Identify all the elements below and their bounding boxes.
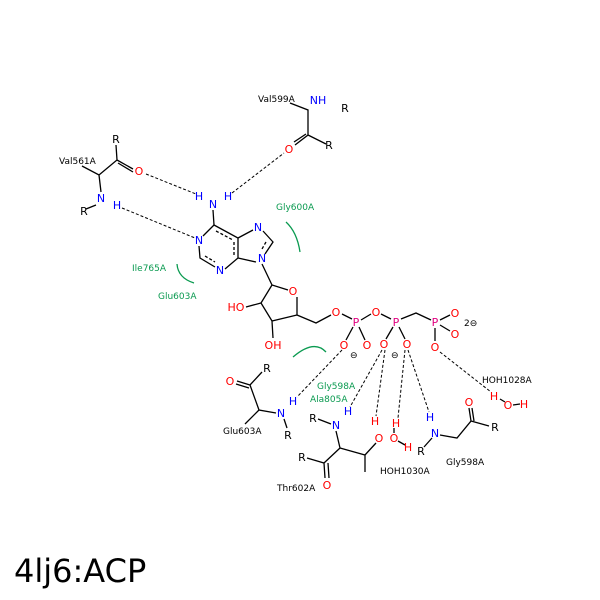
atom-label-o: O bbox=[135, 165, 144, 178]
atom-label-nh: NH bbox=[310, 94, 327, 107]
atom-label-h: H bbox=[224, 190, 232, 203]
atom-label-p: P bbox=[432, 316, 439, 329]
atom-label-h: H bbox=[371, 415, 379, 428]
residue-labels: Val599A Val561A Glu603A Thr602A HOH1030A… bbox=[59, 95, 533, 494]
atom-label-o: O bbox=[403, 338, 412, 351]
atom-label-o: O bbox=[431, 341, 440, 354]
atom-label-n: N bbox=[258, 252, 266, 265]
atom-label-ho: HO bbox=[228, 301, 245, 314]
atom-label-r: R bbox=[284, 429, 292, 442]
atom-label-h: H bbox=[289, 395, 297, 408]
residue-label-glu603a: Glu603A bbox=[223, 427, 262, 437]
hydrogen-bonds bbox=[121, 152, 492, 419]
atom-label-o: O bbox=[226, 375, 235, 388]
atom-label-o: O bbox=[372, 306, 381, 319]
atom-label-o: O bbox=[465, 396, 474, 409]
atom-label-r: R bbox=[263, 362, 271, 375]
residue-label-hoh1028a: HOH1028A bbox=[482, 376, 533, 386]
atom-label-o: O bbox=[285, 143, 294, 156]
hydrophobic-label-ile765a: Ile765A bbox=[132, 264, 167, 274]
atom-label-p: P bbox=[353, 316, 360, 329]
atom-label-h: H bbox=[392, 417, 400, 430]
atom-label-o: O bbox=[451, 328, 460, 341]
atom-label-n: N bbox=[216, 264, 224, 277]
atom-label-p: P bbox=[393, 316, 400, 329]
residue-label-val561a: Val561A bbox=[59, 157, 97, 167]
structure-title: 4lj6:ACP bbox=[14, 552, 147, 590]
atom-label-r: R bbox=[298, 451, 306, 464]
residue-label-thr602a: Thr602A bbox=[276, 484, 316, 494]
hydrophobic-label-gly598a: Gly598A bbox=[317, 382, 356, 392]
atom-label-o: O bbox=[504, 399, 513, 412]
atom-label-oh: OH bbox=[265, 339, 282, 352]
atom-label-h: H bbox=[404, 441, 412, 454]
atom-label-o: O bbox=[375, 432, 384, 445]
atom-label-h: H bbox=[520, 398, 528, 411]
charge-label: ⊖ bbox=[350, 351, 358, 361]
atom-label-n: N bbox=[431, 427, 439, 440]
atom-label-h: H bbox=[426, 411, 434, 424]
atom-label-h: H bbox=[113, 199, 121, 212]
bonds bbox=[81, 102, 521, 479]
atom-label-o: O bbox=[363, 339, 372, 352]
atom-label-r: R bbox=[309, 412, 317, 425]
atom-label-r: R bbox=[325, 139, 333, 152]
atom-label-r: R bbox=[341, 102, 349, 115]
hydrophobic-label-gly600a: Gly600A bbox=[276, 203, 315, 213]
residue-label-val599a: Val599A bbox=[258, 95, 296, 105]
charge-label: 2⊖ bbox=[464, 319, 477, 329]
charge-label: ⊖ bbox=[391, 351, 399, 361]
atom-label-o: O bbox=[323, 479, 332, 492]
atom-label-n: N bbox=[209, 198, 217, 211]
atom-label-h: H bbox=[195, 190, 203, 203]
hydrophobic-contacts bbox=[176, 221, 327, 358]
atom-label-h: H bbox=[344, 405, 352, 418]
atom-label-n: N bbox=[277, 407, 285, 420]
atom-label-r: R bbox=[112, 133, 120, 146]
hydrophobic-label-ala805a: Ala805A bbox=[310, 395, 348, 405]
atom-label-r: R bbox=[491, 421, 499, 434]
atom-label-o: O bbox=[390, 432, 399, 445]
atom-label-n: N bbox=[332, 419, 340, 432]
atom-label-o: O bbox=[340, 339, 349, 352]
hydrophobic-label-glu603a: Glu603A bbox=[158, 292, 197, 302]
atom-label-n: N bbox=[97, 192, 105, 205]
atom-label-r: R bbox=[417, 445, 425, 458]
residue-label-gly598a: Gly598A bbox=[446, 458, 485, 468]
atom-label-o: O bbox=[289, 285, 298, 298]
atom-label-r: R bbox=[80, 205, 88, 218]
atom-label-o: O bbox=[380, 338, 389, 351]
atom-label-n: N bbox=[195, 234, 203, 247]
atom-label-o: O bbox=[451, 307, 460, 320]
atom-label-h: H bbox=[490, 390, 498, 403]
atom-label-o: O bbox=[332, 306, 341, 319]
residue-label-hoh1030a: HOH1030A bbox=[380, 467, 431, 477]
atom-label-n: N bbox=[254, 221, 262, 234]
